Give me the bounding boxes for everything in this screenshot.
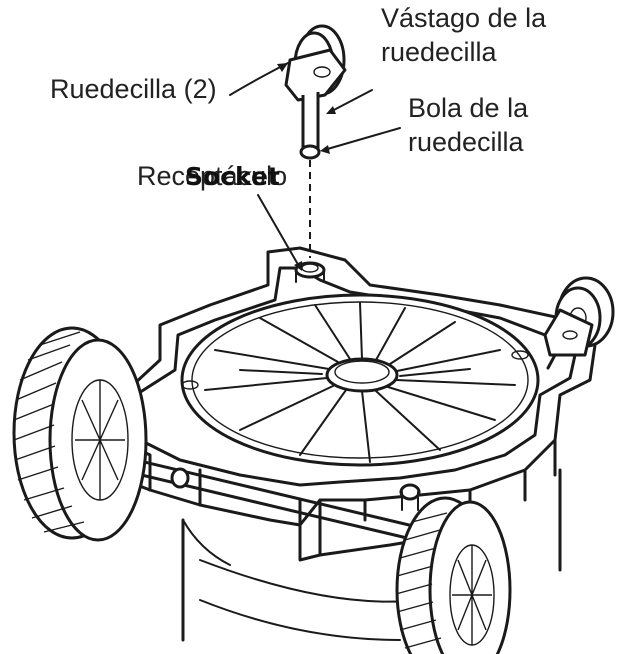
socket-label-spanish: Receptáculo [137,161,288,191]
caster-stem-label-line2: ruedecilla [381,37,497,67]
caster-ball-label-line1: Bola de la [408,93,529,123]
right-wheel [395,496,512,654]
axle [110,453,432,545]
disc-ribs [204,302,516,463]
caster-stem-label-line1: Vástago de la [381,3,547,33]
mounted-caster [543,276,615,370]
leader-lines [229,62,401,271]
exploded-caster [284,24,347,258]
filter-body [181,468,562,642]
left-wheel-tread [13,331,85,533]
caster-label: Ruedecilla (2) [50,74,217,104]
caster-socket [294,261,326,283]
left-wheel [12,326,148,542]
socket-label-english: Socket [185,162,280,191]
filter-base [93,246,597,562]
caster-ball-label-line2: ruedecilla [408,127,524,157]
right-wheel-tread [395,512,448,649]
